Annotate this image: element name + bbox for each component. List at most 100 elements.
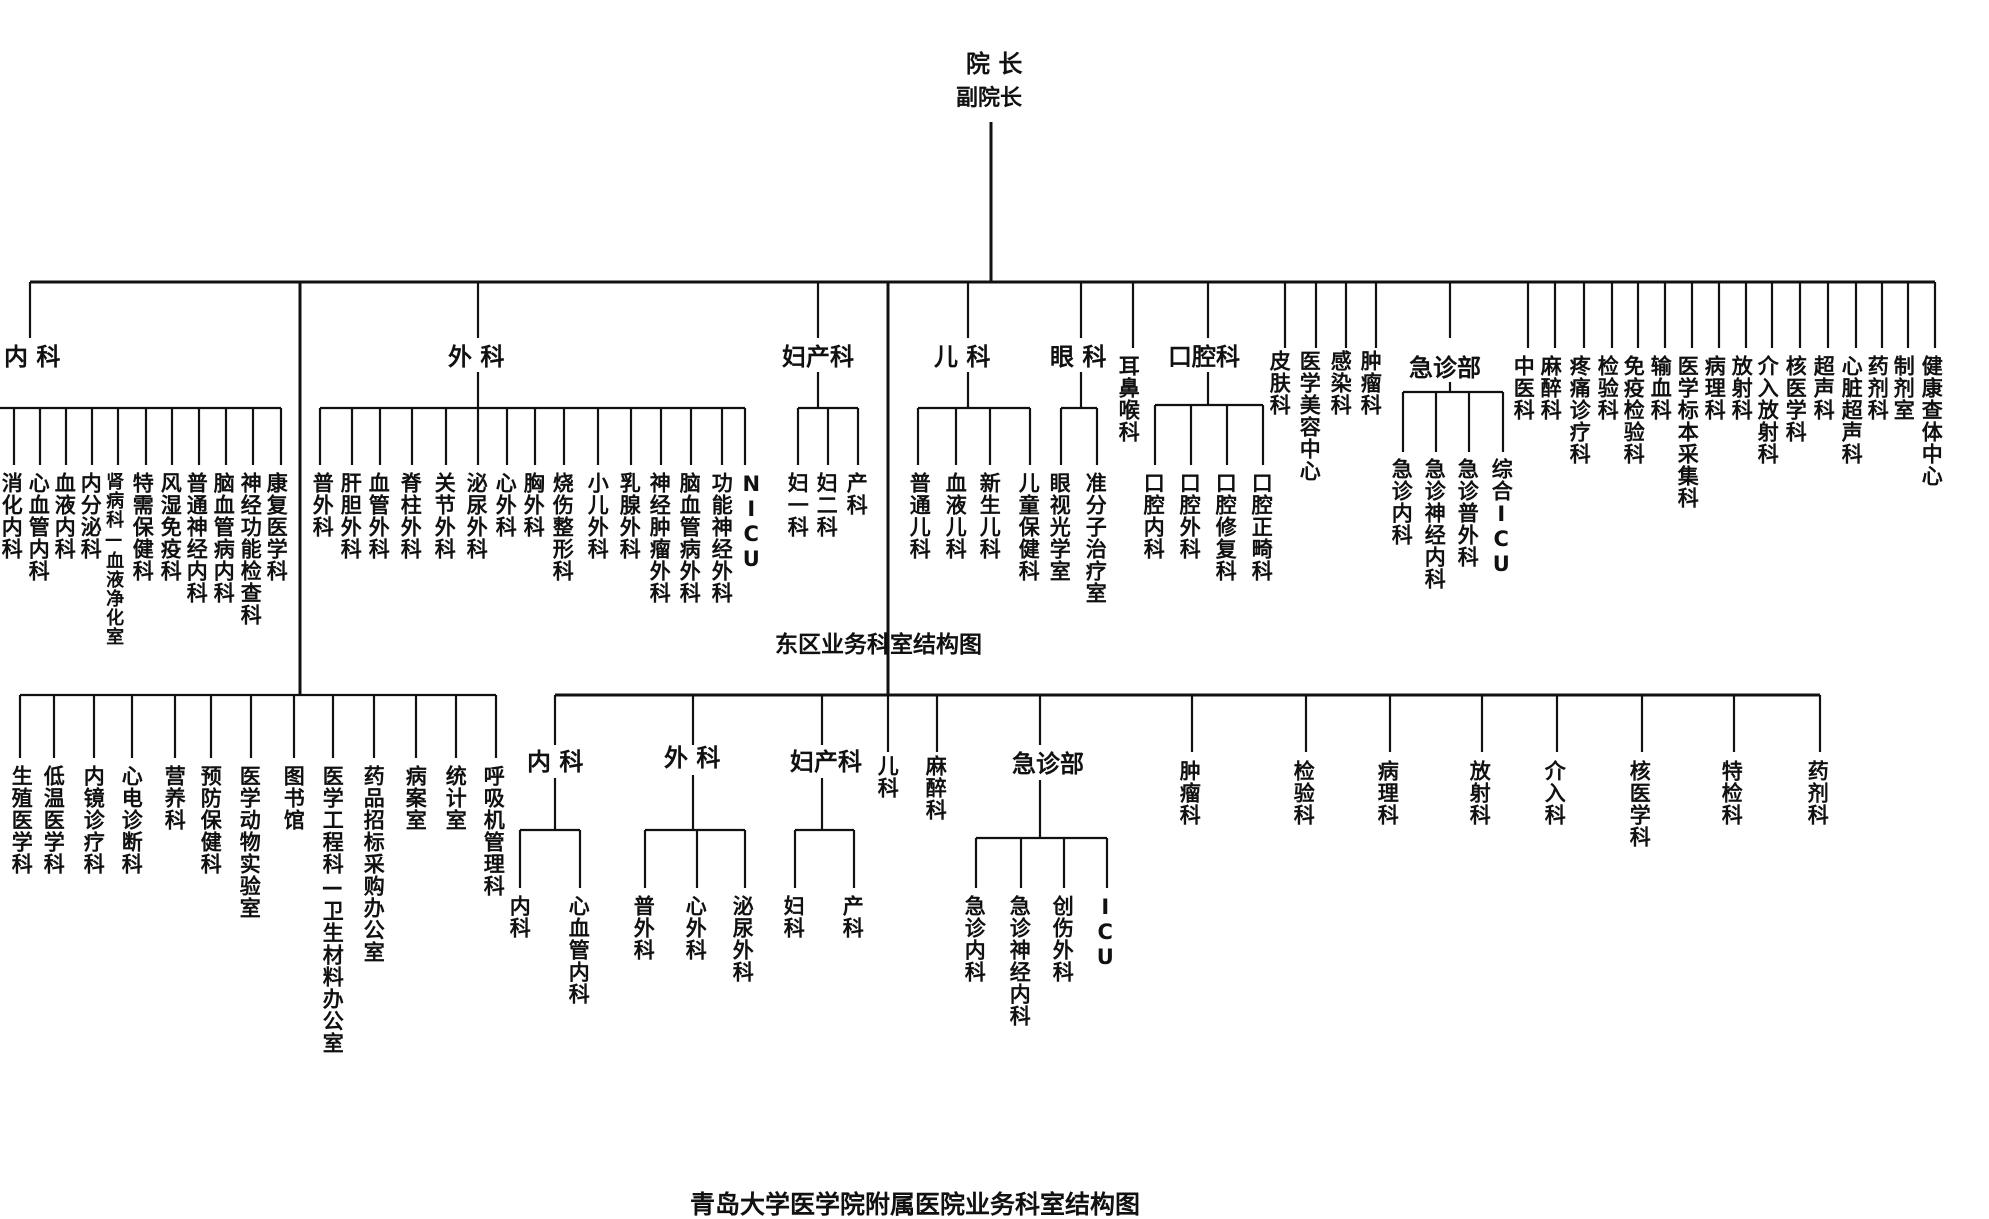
dept-label: 普通神经内科 — [184, 472, 209, 604]
dept-label: 病理科 — [1702, 355, 1727, 421]
figure-caption: 青岛大学医学院附属医院业务科室结构图 — [690, 1190, 1141, 1219]
dept-label: 医学美容中心 — [1297, 350, 1322, 482]
dept-label: 麻醉科 — [1538, 355, 1563, 421]
dept-label: 医学工程科—卫生材料办公室 — [320, 765, 345, 1054]
dept-label: 急诊神经内科 — [1007, 895, 1032, 1027]
dept-label: 预防保健科 — [198, 765, 223, 875]
dept-label: 普通儿科 — [907, 472, 932, 560]
dept-label: 康复医学科 — [264, 472, 289, 582]
upper-group-label: 妇产科 — [782, 343, 854, 371]
dept-label: 麻醉科 — [923, 755, 948, 821]
dept-label: 超声科 — [1811, 355, 1836, 421]
dept-label: 妇一科 — [785, 472, 810, 538]
dept-label: 妇二科 — [814, 472, 839, 538]
dept-label: 低温医学科 — [41, 765, 66, 875]
dept-label: 放射科 — [1467, 760, 1492, 826]
east-group-label: 外 科 — [664, 744, 721, 772]
dept-label: 胸外科 — [521, 472, 546, 538]
dept-label: 心血管内科 — [26, 472, 51, 582]
dept-label: 心外科 — [493, 472, 518, 538]
dept-label: 疼痛诊疗科 — [1567, 355, 1592, 465]
dept-label: 免疫检验科 — [1621, 355, 1646, 465]
dept-label: 脑血管病内科 — [211, 472, 236, 604]
east-group-label: 妇产科 — [790, 748, 862, 776]
dept-label: ICU — [1093, 895, 1118, 970]
dept-label: 皮肤科 — [1267, 350, 1292, 416]
dept-label: 烧伤整形科 — [550, 472, 575, 582]
dept-label: 肝胆外科 — [338, 472, 363, 560]
dept-label: 医学标本采集科 — [1675, 355, 1700, 509]
dept-label: 肿瘤科 — [1177, 760, 1202, 826]
dept-label: 脑血管病外科 — [677, 472, 702, 604]
dept-label: 制剂室 — [1891, 355, 1916, 421]
dept-label: 药品招标采购办公室 — [361, 765, 386, 963]
dept-label: 准分子治疗室 — [1083, 472, 1108, 604]
dept-label: 脊柱外科 — [398, 472, 423, 560]
dept-label: 介入放射科 — [1755, 355, 1780, 465]
dept-label: 内分泌科 — [78, 472, 103, 560]
dept-label: 风湿免疫科 — [158, 472, 183, 582]
upper-group-label: 内 科 — [4, 343, 61, 371]
dept-label: 创伤外科 — [1050, 895, 1075, 983]
dept-label: 心电诊断科 — [119, 765, 144, 875]
dept-label: 普外科 — [310, 472, 335, 538]
dept-label: 小儿外科 — [585, 472, 610, 560]
dept-label: 神经功能检查科 — [238, 472, 263, 626]
east-district-title: 东区业务科室结构图 — [775, 632, 982, 658]
dept-label: 检验科 — [1291, 760, 1316, 826]
dept-label: 病案室 — [403, 765, 428, 831]
dept-label: 新生儿科 — [977, 472, 1002, 560]
dept-label: 呼吸机管理科 — [481, 765, 506, 897]
dept-label: 儿童保健科 — [1016, 472, 1041, 582]
upper-group-label: 急诊部 — [1409, 354, 1481, 382]
dept-label: 综合ICU — [1489, 458, 1514, 577]
dept-label: 健康查体中心 — [1919, 355, 1944, 487]
dept-label: 心外科 — [683, 895, 708, 961]
dept-label: 血管外科 — [366, 472, 391, 560]
dept-label: 药剂科 — [1865, 355, 1890, 421]
dept-label: 眼视光学室 — [1047, 472, 1072, 582]
dept-label: 乳腺外科 — [617, 472, 642, 560]
dept-label: 药剂科 — [1805, 760, 1830, 826]
dept-label: 生殖医学科 — [9, 765, 34, 875]
east-group-label: 急诊部 — [1012, 750, 1084, 778]
dept-label: 口腔修复科 — [1213, 472, 1238, 582]
dept-label: 妇科 — [781, 895, 806, 939]
east-group-label: 内 科 — [527, 748, 584, 776]
dept-label: 介入科 — [1542, 760, 1567, 826]
dept-label: 肾病科—血液净化室 — [103, 472, 125, 646]
dept-label: 泌尿外科 — [730, 895, 755, 983]
vice-director-label: 副院长 — [956, 86, 1023, 111]
dept-label: 泌尿外科 — [464, 472, 489, 560]
dept-label: 内镜诊疗科 — [81, 765, 106, 875]
dept-label: 血液内科 — [52, 472, 77, 560]
upper-group-label: 口腔科 — [1168, 343, 1240, 371]
dept-label: 图书馆 — [281, 765, 306, 831]
dept-label: 产科 — [844, 472, 869, 516]
dept-label: 神经肿瘤外科 — [647, 472, 672, 604]
dept-label: 血液儿科 — [943, 472, 968, 560]
dept-label: 特检科 — [1719, 760, 1744, 826]
dept-label: 营养科 — [162, 765, 187, 831]
upper-group-label: 眼 科 — [1050, 343, 1107, 371]
dept-label: 口腔内科 — [1141, 472, 1166, 560]
dept-label: 急诊内科 — [962, 895, 987, 983]
upper-group-label: 儿 科 — [934, 343, 991, 371]
upper-group-label: 外 科 — [448, 343, 505, 371]
dept-label: 检验科 — [1595, 355, 1620, 421]
dept-label: 急诊内科 — [1389, 458, 1414, 546]
dept-label: 功能神经外科 — [709, 472, 734, 604]
dept-label: 心血管内科 — [566, 895, 591, 1005]
dept-label: 肿瘤科 — [1358, 350, 1383, 416]
dept-label: 普外科 — [631, 895, 656, 961]
dept-label: 儿科 — [875, 755, 900, 799]
dept-label: 消化内科 — [0, 472, 24, 560]
dept-label: NICU — [739, 472, 764, 572]
dept-label: 耳鼻喉科 — [1116, 355, 1141, 443]
dept-label: 核医学科 — [1627, 760, 1652, 848]
dept-label: 放射科 — [1729, 355, 1754, 421]
dept-label: 口腔正畸科 — [1249, 472, 1274, 582]
dept-label: 产科 — [840, 895, 865, 939]
